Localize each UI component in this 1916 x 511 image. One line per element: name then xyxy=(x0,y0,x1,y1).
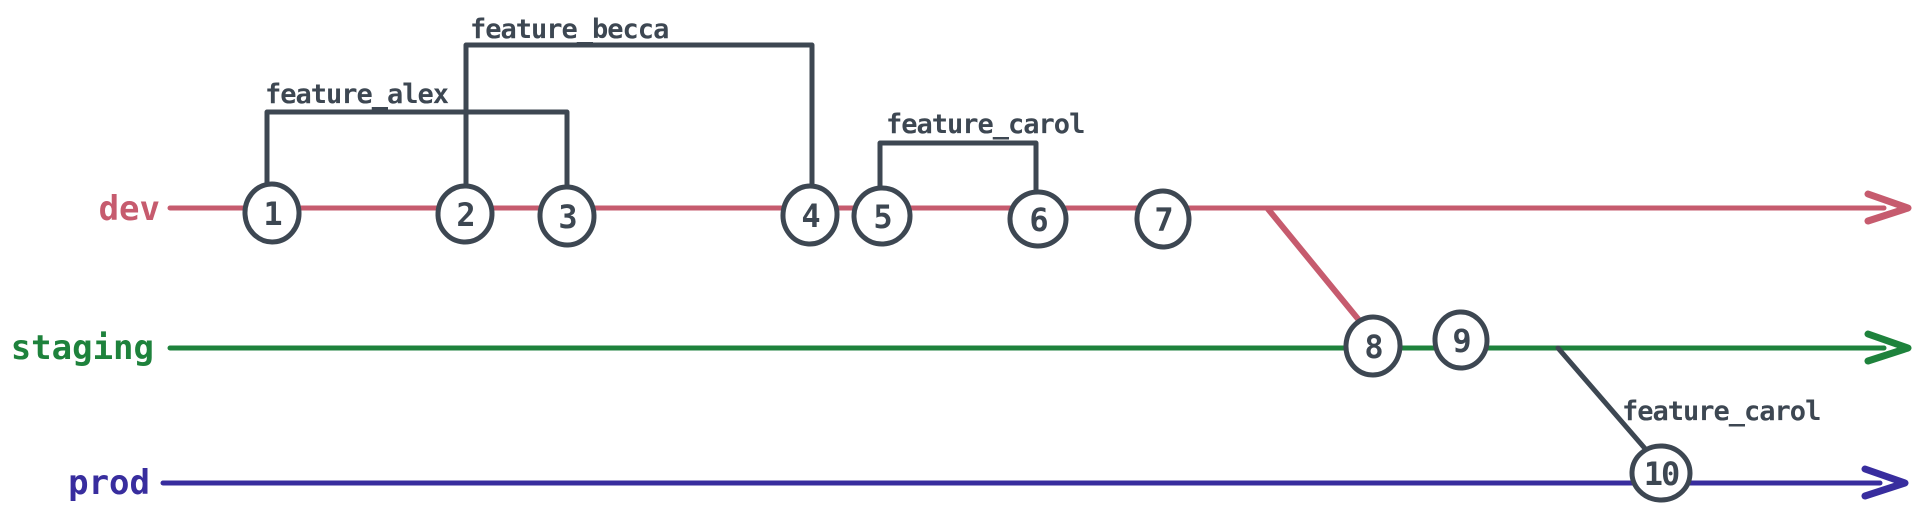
feature-label-feature_becca: feature_becca xyxy=(470,14,668,45)
commit-number-1: 1 xyxy=(263,195,281,233)
commit-number-10: 10 xyxy=(1644,455,1679,493)
commit-number-9: 9 xyxy=(1452,322,1470,360)
commit-node-9 xyxy=(1432,309,1490,371)
commit-number-8: 8 xyxy=(1364,328,1382,366)
commit-node-2 xyxy=(435,183,495,245)
commit-node-8 xyxy=(1343,314,1403,378)
arrowhead-icon-prod xyxy=(1861,465,1909,500)
commit-node-1 xyxy=(242,181,302,245)
commit-node-6 xyxy=(1007,189,1069,249)
feature-bracket-feature_becca xyxy=(463,42,815,191)
commit-number-5: 5 xyxy=(873,198,891,236)
merge-label-staging-to-prod: feature_carol xyxy=(1622,396,1820,427)
branch-label-prod: prod xyxy=(68,463,150,503)
commit-node-3 xyxy=(537,184,597,248)
arrowhead-icon-dev xyxy=(1864,190,1912,225)
commit-number-3: 3 xyxy=(558,198,576,236)
commit-node-7 xyxy=(1134,188,1192,250)
branch-label-dev: dev xyxy=(99,189,160,229)
commit-number-2: 2 xyxy=(456,196,473,234)
commit-node-10 xyxy=(1629,443,1693,503)
feature-bracket-feature_carol xyxy=(877,140,1039,195)
feature-label-feature_carol: feature_carol xyxy=(886,109,1084,140)
commit-number-4: 4 xyxy=(801,197,819,235)
arrowhead-icon-staging xyxy=(1864,330,1912,365)
feature-bracket-feature_alex xyxy=(264,109,570,192)
merge-edge-staging-to-prod xyxy=(1555,345,1651,455)
feature-label-feature_alex: feature_alex xyxy=(265,79,449,110)
merge-edge-dev-to-staging xyxy=(1265,206,1366,328)
commit-number-7: 7 xyxy=(1154,201,1171,239)
commit-number-6: 6 xyxy=(1029,201,1047,239)
commit-node-5 xyxy=(851,185,913,247)
branch-label-staging: staging xyxy=(11,328,154,368)
commit-node-4 xyxy=(780,183,840,247)
